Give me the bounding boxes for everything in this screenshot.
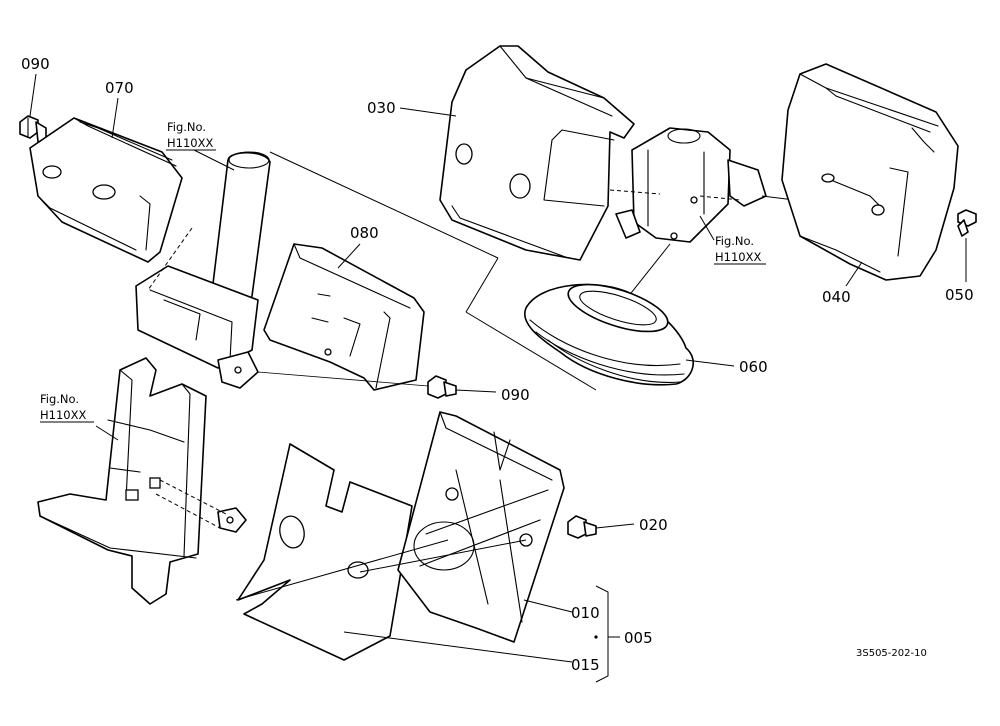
column-to-060-line-2 xyxy=(465,257,499,313)
lower-bracket-frame xyxy=(37,357,247,605)
leader-figref-2 xyxy=(699,215,715,241)
callout-090-upper: 090 xyxy=(21,55,50,73)
part-090-bolt-upper[interactable] xyxy=(19,115,47,143)
leader-040 xyxy=(845,261,863,287)
leader-060 xyxy=(685,359,735,367)
callout-090-middle: 090 xyxy=(501,386,530,404)
callout-010: 010 xyxy=(571,604,600,622)
column-bracket-assembly xyxy=(135,151,271,389)
fig-ref-upper[interactable]: Fig.No. H110XX xyxy=(166,120,216,151)
part-050-screw[interactable] xyxy=(957,209,977,237)
leader-020 xyxy=(595,523,635,529)
leader-figref-3 xyxy=(95,425,119,441)
part-080-side-cover[interactable] xyxy=(263,243,425,391)
column-to-060-line xyxy=(269,151,499,259)
leader-080 xyxy=(337,243,361,269)
leader-015 xyxy=(343,631,573,663)
callout-040: 040 xyxy=(822,288,851,306)
leader-030 xyxy=(399,107,457,117)
leader-figref-1 xyxy=(193,149,235,171)
fig-ref-right[interactable]: Fig.No. H110XX xyxy=(714,234,766,265)
fig-ref-right-line1: Fig.No. xyxy=(715,234,754,248)
fig-ref-lower-line1: Fig.No. xyxy=(40,392,79,406)
callout-080: 080 xyxy=(350,224,379,242)
part-040-side-cover[interactable] xyxy=(781,63,959,281)
plate-holes-line-2 xyxy=(359,539,527,573)
callout-030: 030 xyxy=(367,99,396,117)
assembly-005-bracket xyxy=(595,585,609,683)
callout-020: 020 xyxy=(639,516,668,534)
fig-ref-lower-left[interactable]: Fig.No. H110XX xyxy=(40,392,94,423)
fig-ref-lower-line2: H110XX xyxy=(40,408,86,422)
leader-090b xyxy=(455,389,497,393)
plate-holes-line xyxy=(235,539,449,601)
column-to-060-line-3 xyxy=(465,311,597,391)
leader-010 xyxy=(523,599,573,613)
fig-ref-upper-line1: Fig.No. xyxy=(167,120,206,134)
leader-090a xyxy=(29,73,37,117)
callout-050: 050 xyxy=(945,286,974,304)
callout-060: 060 xyxy=(739,358,768,376)
part-020-bolt[interactable] xyxy=(567,515,597,539)
part-015-gasket[interactable] xyxy=(237,443,413,661)
steering-bracket-mechanism xyxy=(609,127,767,243)
drawing-code: 3S505-202-10 xyxy=(856,648,927,659)
fig-ref-right-line2: H110XX xyxy=(715,250,761,264)
fig-ref-upper-line2: H110XX xyxy=(167,136,213,150)
part-060-bellows[interactable] xyxy=(523,275,695,386)
bolt-axis-line xyxy=(257,371,429,387)
callout-005: 005 xyxy=(624,629,653,647)
assembly-005-dot xyxy=(594,635,598,639)
callout-070: 070 xyxy=(105,79,134,97)
part-030-rear-cover[interactable] xyxy=(439,45,635,261)
part-090-bolt-middle[interactable] xyxy=(427,375,457,399)
leader-070 xyxy=(111,97,119,139)
part-070-front-panel[interactable] xyxy=(29,117,183,263)
callout-015: 015 xyxy=(571,656,600,674)
part-010-main-plate[interactable] xyxy=(397,411,565,643)
